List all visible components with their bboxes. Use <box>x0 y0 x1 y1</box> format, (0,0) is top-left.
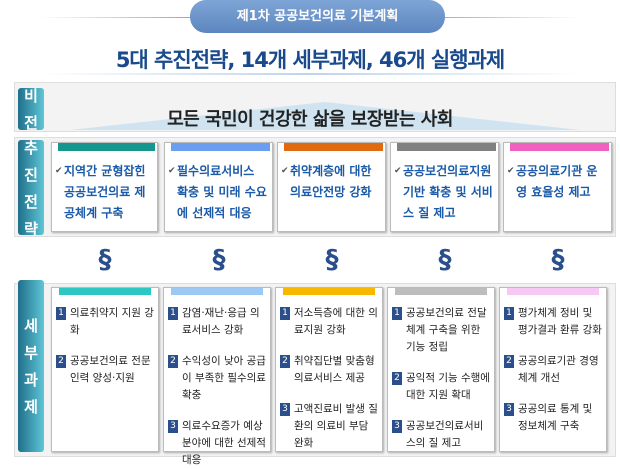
strategy-box: ✔필수의료서비스 확충 및 미래 수요에 선제적 대응 <box>164 142 273 232</box>
task-text: 저소득층에 대한 의료지원 강화 <box>294 307 378 336</box>
title-underline <box>40 73 580 75</box>
task-box: 1 감염·재난·응급 의료서비스 강화 2 수익성이 낮아 공급이 부족한 필수의료 … <box>163 287 271 466</box>
strategy-box: ✔공공보건의료지원기반 확충 및 서비스 질 제고 <box>390 142 499 232</box>
strategy-color-bar <box>510 143 609 151</box>
task-item: 3 의료수요증가 예상분야에 대한 선제적 대응 <box>168 418 266 469</box>
task-number: 3 <box>168 420 178 433</box>
task-number: 2 <box>56 355 66 368</box>
label-char: 비 <box>24 87 38 105</box>
task-color-bar <box>59 288 151 295</box>
check-icon: ✔ <box>507 166 515 176</box>
task-number: 2 <box>392 372 402 385</box>
task-item: 3 고액진료비 발생 질환의 의료비 부담 완화 <box>280 401 378 452</box>
task-number: 2 <box>168 355 178 368</box>
task-text: 평가체계 정비 및 평가결과 환류 강화 <box>518 307 602 336</box>
label-char: 략 <box>24 219 38 238</box>
task-item: 3 공공의료 통계 및 정보체계 구축 <box>504 401 602 435</box>
task-number: 1 <box>168 307 178 320</box>
task-item: 1 의료취약지 지원 강화 <box>56 305 154 339</box>
strategy-box: ✔취약계층에 대한 의료안전망 강화 <box>277 142 386 232</box>
chain-link-icon: § <box>325 245 339 275</box>
task-text: 의료수요증가 예상분야에 대한 선제적 대응 <box>182 420 266 466</box>
task-text: 공공의료 통계 및 정보체계 구축 <box>518 403 593 432</box>
task-number: 1 <box>504 307 514 320</box>
task-item: 1 감염·재난·응급 의료서비스 강화 <box>168 305 266 339</box>
task-number: 1 <box>280 307 290 320</box>
task-box: 1 공공보건의료 전달체계 구축을 위한 기능 정립 2 공익적 기능 수행에 대한 … <box>387 287 495 452</box>
label-char: 제 <box>24 398 38 416</box>
chain-link-icon: § <box>98 245 112 275</box>
task-number: 2 <box>280 355 290 368</box>
label-char: 전 <box>24 192 38 211</box>
task-number: 1 <box>392 307 402 320</box>
task-box: 1 평가체계 정비 및 평가결과 환류 강화 2 공공의료기관 경영체계 개선 3 공공의… <box>499 287 607 452</box>
strategy-text: 공공의료기관 운영 효율성 제고 <box>516 164 598 199</box>
strategy-text: 취약계층에 대한 의료안전망 강화 <box>290 164 372 199</box>
task-text: 의료취약지 지원 강화 <box>70 307 154 336</box>
task-color-bar <box>395 288 487 295</box>
strategy-box: ✔공공의료기관 운영 효율성 제고 <box>503 142 612 232</box>
check-icon: ✔ <box>168 166 176 176</box>
label-char: 전 <box>24 114 38 132</box>
task-number: 3 <box>504 403 514 416</box>
check-icon: ✔ <box>281 166 289 176</box>
task-color-bar <box>283 288 375 295</box>
strategy-text: 지역간 균형잡힌 공공보건의료 제공체계 구축 <box>64 164 146 220</box>
task-item: 2 공공의료기관 경영체계 개선 <box>504 353 602 387</box>
task-number: 3 <box>392 420 402 433</box>
task-box: 1 의료취약지 지원 강화 2 공공보건의료 전문인력 양성·지원 <box>51 287 159 452</box>
task-text: 감염·재난·응급 의료서비스 강화 <box>182 307 260 336</box>
check-icon: ✔ <box>55 166 63 176</box>
task-text: 공공보건의료 전달체계 구축을 위한 기능 정립 <box>406 307 487 353</box>
strategy-color-bar <box>284 143 383 151</box>
page-title: 5대 추진전략, 14개 세부과제, 46개 실행과제 <box>115 48 505 72</box>
task-text: 공공보건의료 전문인력 양성·지원 <box>70 355 151 384</box>
task-item: 3 공공보건의료서비스의 질 제고 <box>392 418 490 452</box>
task-box: 1 저소득층에 대한 의료지원 강화 2 취약집단별 맞춤형 의료서비스 제공 3 고액진… <box>275 287 383 452</box>
task-text: 공공보건의료서비스의 질 제고 <box>406 420 484 449</box>
label-char: 세 <box>24 317 38 335</box>
strategy-box: ✔지역간 균형잡힌 공공보건의료 제공체계 구축 <box>51 142 158 232</box>
task-number: 1 <box>56 307 66 320</box>
task-item: 2 수익성이 낮아 공급이 부족한 필수의료 확충 <box>168 353 266 404</box>
label-char: 추 <box>24 138 38 157</box>
task-color-bar <box>171 288 263 295</box>
task-color-bar <box>507 288 599 295</box>
task-item: 1 평가체계 정비 및 평가결과 환류 강화 <box>504 305 602 339</box>
task-item: 1 공공보건의료 전달체계 구축을 위한 기능 정립 <box>392 305 490 356</box>
task-text: 고액진료비 발생 질환의 의료비 부담 완화 <box>294 403 378 449</box>
task-number: 3 <box>280 403 290 416</box>
task-text: 공공의료기관 경영체계 개선 <box>518 355 599 384</box>
label-char: 과 <box>24 371 38 389</box>
task-text: 수익성이 낮아 공급이 부족한 필수의료 확충 <box>182 355 266 401</box>
strategy-color-bar <box>171 143 270 151</box>
task-item: 2 취약집단별 맞춤형 의료서비스 제공 <box>280 353 378 387</box>
task-item: 1 저소득층에 대한 의료지원 강화 <box>280 305 378 339</box>
label-char: 진 <box>24 165 38 184</box>
plan-subtitle: 제1차 공공보건의료 기본계획 <box>190 0 445 33</box>
chain-link-icon: § <box>438 245 452 275</box>
chain-link-icon: § <box>212 245 226 275</box>
vision-text: 모든 국민이 건강한 삶을 보장받는 사회 <box>167 109 453 130</box>
task-number: 2 <box>504 355 514 368</box>
strategy-color-bar <box>58 143 155 151</box>
chain-link-icon: § <box>551 245 565 275</box>
task-item: 2 공익적 기능 수행에 대한 지원 확대 <box>392 370 490 404</box>
strategy-color-bar <box>397 143 496 151</box>
task-text: 취약집단별 맞춤형 의료서비스 제공 <box>294 355 375 384</box>
label-char: 부 <box>24 344 38 362</box>
task-text: 공익적 기능 수행에 대한 지원 확대 <box>406 372 490 401</box>
task-item: 2 공공보건의료 전문인력 양성·지원 <box>56 353 154 387</box>
strategy-text: 공공보건의료지원기반 확충 및 서비스 질 제고 <box>403 164 493 220</box>
check-icon: ✔ <box>394 166 402 176</box>
strategy-text: 필수의료서비스 확충 및 미래 수요에 선제적 대응 <box>177 164 267 220</box>
